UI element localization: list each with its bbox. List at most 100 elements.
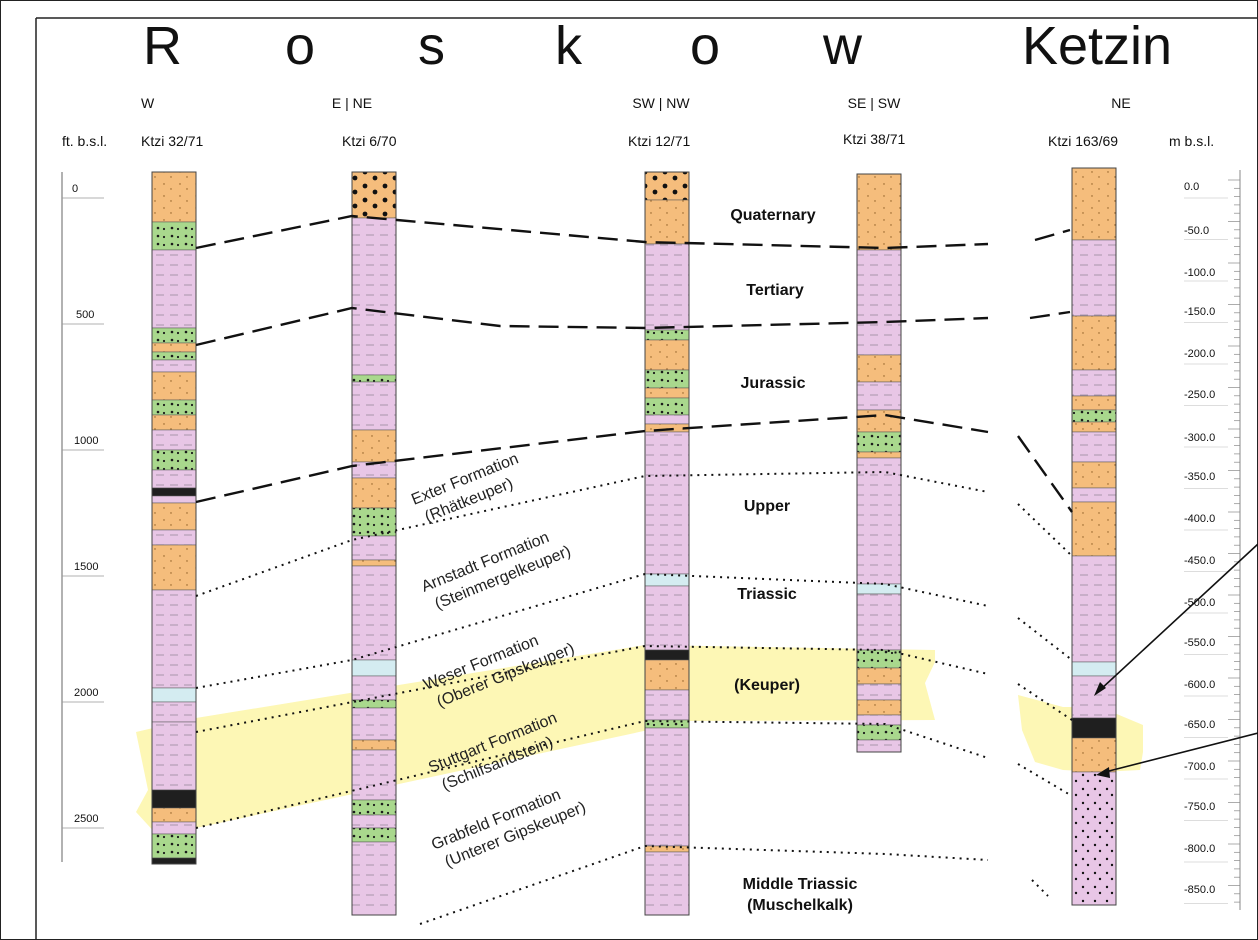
lithology-layer xyxy=(644,243,690,331)
lithology-layer xyxy=(644,329,690,341)
lithology-layer xyxy=(644,851,690,916)
lithology-layer xyxy=(351,217,397,376)
direction-label: E | NE xyxy=(332,95,372,111)
lithology-layer xyxy=(856,431,902,453)
lithology-layer xyxy=(644,585,690,651)
borehole-column xyxy=(856,173,902,753)
lithology-layer xyxy=(351,799,397,816)
lithology-layer xyxy=(856,724,902,741)
lithology-layer xyxy=(856,593,902,651)
borehole-column xyxy=(351,171,397,916)
lithology-layer xyxy=(151,221,197,251)
left-tick-label: 2500 xyxy=(74,813,98,825)
well-name: Ktzi 38/71 xyxy=(843,131,905,147)
lithology-layer xyxy=(644,369,690,389)
well-name: Ktzi 12/71 xyxy=(628,133,690,149)
correlation-lines xyxy=(195,214,1073,925)
lithology-layer xyxy=(151,701,197,723)
lithology-layer xyxy=(1071,487,1117,503)
title-letter: o xyxy=(285,16,315,76)
lithology-layer xyxy=(1071,167,1117,241)
lithology-layer xyxy=(151,544,197,591)
lithology-layer xyxy=(856,739,902,753)
lithology-layer xyxy=(151,449,197,471)
column-outline xyxy=(1071,167,1117,906)
title-letter: R xyxy=(143,16,182,76)
lithology-layer xyxy=(644,199,690,245)
lithology-layer xyxy=(644,659,690,691)
stratigraphy-label: Upper xyxy=(744,498,790,515)
lithology-layer xyxy=(351,707,397,741)
lithology-layer xyxy=(151,487,197,497)
lithology-layer xyxy=(1071,409,1117,423)
lithology-layer xyxy=(151,351,197,361)
lithology-layer xyxy=(151,807,197,823)
lithology-layer xyxy=(351,381,397,431)
lithology-layer xyxy=(1071,501,1117,557)
well-name: Ktzi 32/71 xyxy=(141,133,203,149)
lithology-layer xyxy=(351,535,397,561)
lithology-layer xyxy=(644,397,690,416)
lithology-layer xyxy=(644,423,690,433)
lithology-layer xyxy=(151,833,197,859)
left-axis-label: ft. b.s.l. xyxy=(62,133,107,149)
lithology-layer xyxy=(151,857,197,865)
right-tick-label: -850.0 xyxy=(1184,884,1215,896)
title-letter: w xyxy=(822,16,863,76)
borehole-column xyxy=(1071,167,1117,906)
right-tick-label: -200.0 xyxy=(1184,348,1215,360)
lithology-layer xyxy=(1071,421,1117,433)
lithology-layer xyxy=(856,381,902,411)
lithology-layer xyxy=(856,354,902,383)
lithology-layer xyxy=(644,727,690,847)
right-tick-label: -400.0 xyxy=(1184,513,1215,525)
lithology-layer xyxy=(1071,461,1117,489)
right-tick-label: -50.0 xyxy=(1184,225,1209,237)
direction-label: SE | SW xyxy=(848,95,901,111)
column-outline xyxy=(644,171,690,916)
right-tick-label: -600.0 xyxy=(1184,679,1215,691)
lithology-layer xyxy=(644,649,690,661)
stratigraphy-label: (Keuper) xyxy=(734,677,800,694)
borehole-column xyxy=(151,171,197,865)
left-tick-label: 1500 xyxy=(74,561,98,573)
left-depth-axis: 0 500 1000 1500 2000 2500 xyxy=(61,172,104,862)
lithology-layer xyxy=(151,589,197,689)
borehole-column xyxy=(644,171,690,916)
right-tick-label: -300.0 xyxy=(1184,432,1215,444)
right-axis-label: m b.s.l. xyxy=(1169,133,1214,149)
right-tick-label: -450.0 xyxy=(1184,555,1215,567)
lithology-layer xyxy=(644,573,690,587)
right-tick-label: -350.0 xyxy=(1184,471,1215,483)
lithology-layer xyxy=(644,414,690,425)
lithology-layer xyxy=(151,342,197,353)
lithology-layer xyxy=(151,821,197,835)
title-letter: s xyxy=(418,16,445,76)
left-tick-label: 2000 xyxy=(74,687,98,699)
right-tick-label: -150.0 xyxy=(1184,306,1215,318)
lithology-layer xyxy=(151,171,197,223)
lithology-layer xyxy=(151,789,197,809)
borehole-columns xyxy=(151,167,1117,916)
lithology-layer xyxy=(351,477,397,509)
lithology-layer xyxy=(644,171,690,201)
lithology-layer xyxy=(351,171,397,219)
lithology-layer xyxy=(856,649,902,669)
lithology-layer xyxy=(856,409,902,433)
lithology-layer xyxy=(351,841,397,916)
right-depth-axis: 0.0 -50.0 -100.0 -150.0 -200.0 -250.0 -3… xyxy=(1184,170,1241,910)
lithology-layer xyxy=(1071,661,1117,677)
left-tick-label: 0 xyxy=(72,183,78,195)
well-name: Ktzi 6/70 xyxy=(342,133,397,149)
lithology-layer xyxy=(151,502,197,531)
right-tick-label: -100.0 xyxy=(1184,267,1215,279)
lithology-layer xyxy=(351,559,397,567)
lithology-layer xyxy=(1071,239,1117,317)
lithology-layer xyxy=(351,749,397,801)
stratigraphy-label: Tertiary xyxy=(746,282,804,299)
right-tick-label: -250.0 xyxy=(1184,389,1215,401)
lithology-layer xyxy=(1071,555,1117,663)
lithology-layer xyxy=(1071,431,1117,463)
lithology-layer xyxy=(856,583,902,595)
